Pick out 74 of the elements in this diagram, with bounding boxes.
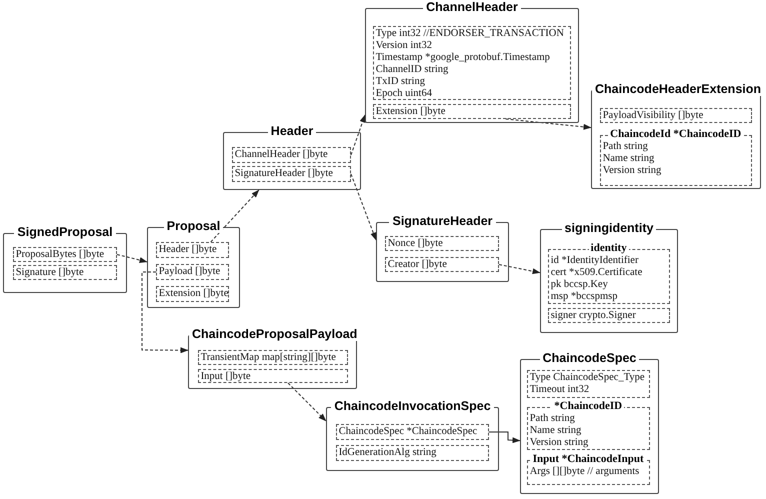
- field-text: Type ChaincodeSpec_Type: [530, 372, 646, 384]
- field-text: SignatureHeader []byte: [234, 168, 334, 180]
- struct-title: signingidentity: [562, 221, 656, 235]
- connector-arrow: [350, 114, 366, 156]
- connector-arrow: [210, 190, 260, 242]
- field-text: ChannelID string: [376, 64, 450, 76]
- field-text: ProposalBytes []byte: [16, 248, 106, 261]
- group-heading: ChaincodeId *ChaincodeID: [608, 128, 744, 140]
- field-box: [198, 368, 348, 383]
- field-text: Signature []byte: [16, 266, 85, 279]
- connector-arrow: [488, 432, 520, 444]
- field-box: [12, 246, 117, 262]
- struct-title: SignatureHeader: [389, 214, 496, 228]
- field-text: Args [][]byte // arguments: [530, 466, 640, 478]
- field-text: ChaincodeSpec *ChaincodeSpec: [338, 426, 478, 438]
- field-box: [384, 236, 499, 251]
- field-text: msp *bccspmsp: [550, 290, 618, 303]
- group-heading: Input *ChaincodeInput: [530, 452, 646, 465]
- field-box: [600, 108, 752, 123]
- connector-arrow: [350, 174, 376, 240]
- field-box: [372, 104, 571, 119]
- field-text: Extension []byte: [158, 288, 226, 300]
- field-text: Name string: [530, 424, 582, 437]
- field-text: PayloadVisibility []byte: [602, 110, 704, 122]
- struct-title: ChaincodeInvocationSpec: [331, 399, 494, 413]
- field-text: TransientMap map[string][]byte: [200, 352, 337, 364]
- group-heading: *ChaincodeID: [552, 400, 624, 412]
- field-box: [232, 146, 351, 163]
- field-text: Timeout int32: [530, 384, 590, 396]
- field-text: Name string: [602, 152, 656, 165]
- field-box: [198, 350, 348, 365]
- field-box: [336, 444, 489, 461]
- field-text: Version string: [602, 164, 662, 177]
- field-text: Path string: [530, 412, 576, 425]
- struct-title: ChannelHeader: [423, 0, 521, 14]
- field-text: IdGenerationAlg string: [338, 446, 438, 459]
- struct-title: Proposal: [164, 219, 224, 233]
- field-box: [384, 256, 499, 272]
- field-text: Extension []byte: [376, 106, 446, 118]
- field-text: signer crypto.Signer: [550, 310, 637, 322]
- field-text: Path string: [602, 140, 649, 153]
- struct-title: ChaincodeSpec: [540, 351, 640, 365]
- field-box: [156, 264, 229, 280]
- group-heading: identity: [588, 242, 629, 254]
- field-box: [156, 242, 229, 258]
- connector-arrow: [116, 254, 148, 263]
- field-box: [526, 370, 650, 398]
- field-box: [336, 424, 489, 440]
- field-text: cert *x509.Certificate: [550, 266, 644, 279]
- field-text: ChannelHeader []byte: [234, 148, 329, 161]
- field-text: Version int32: [376, 40, 433, 52]
- field-box: [548, 308, 670, 323]
- field-text: id *IdentityIdentifier: [550, 254, 640, 267]
- field-text: Version string: [530, 436, 590, 449]
- field-text: Timestamp *google_protobuf.Timestamp: [376, 52, 551, 64]
- field-box: [372, 26, 571, 100]
- field-box: [232, 166, 351, 182]
- field-box: [12, 264, 117, 280]
- connector-arrow: [498, 264, 540, 274]
- field-text: Creator []byte: [388, 258, 448, 271]
- struct-title: Header: [268, 124, 316, 138]
- field-text: Payload []byte: [158, 266, 222, 278]
- connector-arrow: [142, 272, 188, 354]
- field-box: [156, 286, 229, 302]
- field-text: Header []byte: [158, 244, 218, 256]
- field-text: Nonce []byte: [388, 238, 444, 250]
- connector-arrow: [505, 118, 592, 130]
- connector-arrow: [288, 382, 326, 422]
- field-text: pk bccsp.Key: [550, 278, 609, 291]
- field-text: Epoch uint64: [376, 88, 433, 100]
- field-text: TxID string: [376, 76, 426, 88]
- struct-title: SignedProposal: [14, 225, 116, 239]
- field-text: Type int32 //ENDORSER_TRANSACTION: [376, 28, 565, 40]
- field-text: Input []byte: [200, 370, 252, 383]
